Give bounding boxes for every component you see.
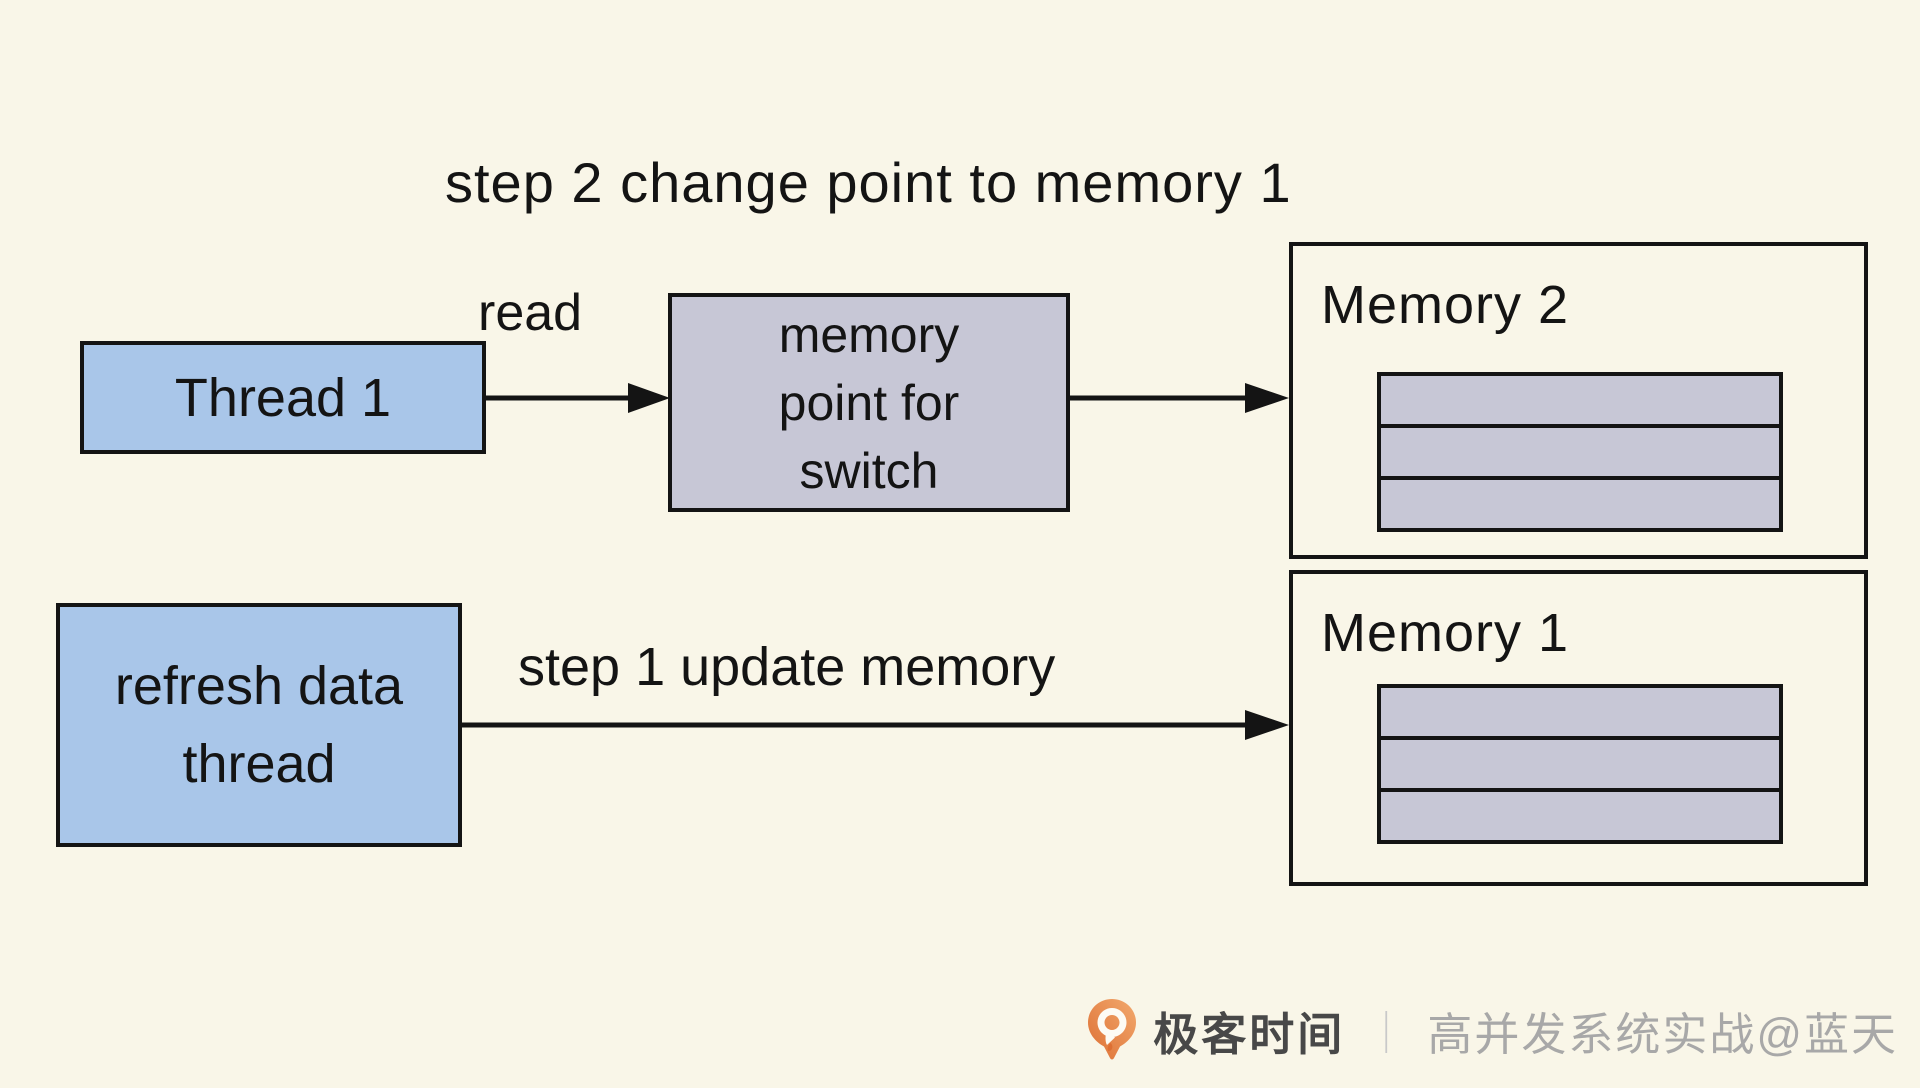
refresh-thread-box: refresh data thread	[56, 603, 462, 847]
thread1-label: Thread 1	[174, 367, 392, 428]
watermark-footer: 极客时间 ｜ 高并发系统实战@蓝天	[1087, 994, 1898, 1066]
memory1-box: Memory 1	[1289, 570, 1868, 886]
memory-slot	[1377, 788, 1783, 844]
memory2-box: Memory 2	[1289, 242, 1868, 559]
arrow-pointer-to-memory2	[1070, 383, 1289, 413]
step1-arrow-label: step 1 update memory	[518, 637, 1056, 697]
footer-divider: ｜	[1365, 1009, 1408, 1057]
credit-text: 高并发系统实战@蓝天	[1427, 1008, 1898, 1060]
read-arrow-label: read	[478, 284, 583, 342]
memory-pointer-label-line3: switch	[799, 442, 939, 499]
thread1-box: Thread 1	[80, 341, 486, 454]
memory-slot	[1377, 476, 1783, 532]
refresh-thread-label-line1: refresh data	[114, 656, 404, 716]
memory-pointer-label-line2: point for	[778, 374, 960, 431]
arrow-refresh-to-memory1	[460, 710, 1289, 740]
memory-slot	[1377, 424, 1783, 480]
memory-pointer-box: memory point for switch	[668, 293, 1070, 512]
memory-slot	[1377, 684, 1783, 740]
refresh-thread-label-line2: thread	[182, 734, 336, 794]
diagram-title: step 2 change point to memory 1	[445, 151, 1292, 214]
arrow-thread1-to-pointer	[484, 383, 670, 413]
memory1-slots	[1377, 684, 1783, 844]
memory2-slots	[1377, 372, 1783, 532]
geektime-logo-icon	[1088, 999, 1137, 1060]
brand-name: 极客时间	[1153, 1008, 1346, 1060]
memory-slot	[1377, 736, 1783, 792]
memory1-title: Memory 1	[1321, 603, 1570, 663]
memory2-title: Memory 2	[1321, 275, 1570, 335]
memory-slot	[1377, 372, 1783, 428]
memory-pointer-label-line1: memory	[778, 306, 960, 363]
